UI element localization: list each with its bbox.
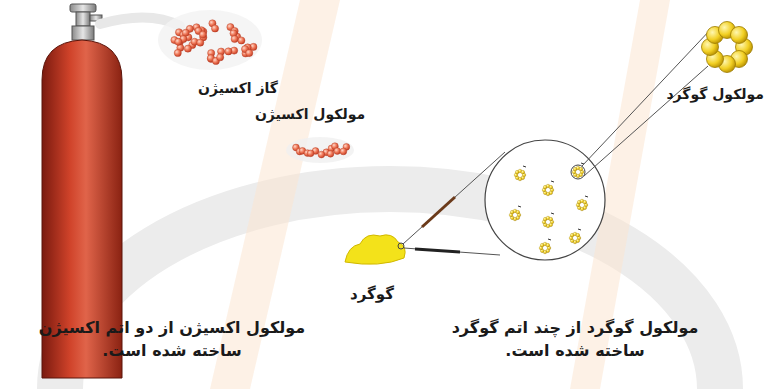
motion-mark bbox=[548, 239, 551, 240]
sulfur-atom bbox=[579, 167, 583, 171]
oxygen-atom bbox=[174, 49, 181, 56]
sulfur-atom bbox=[521, 170, 525, 174]
sulfur-molecule-ring bbox=[702, 22, 753, 73]
zoom-line-accent bbox=[415, 249, 460, 252]
oxygen-atom bbox=[184, 45, 191, 52]
part-label: گوگرد bbox=[332, 284, 412, 306]
oxygen-atom bbox=[307, 150, 314, 157]
sulfur-atom bbox=[549, 185, 553, 189]
gas-haze bbox=[286, 137, 354, 163]
oxygen-atom bbox=[238, 37, 245, 44]
zoom-line bbox=[584, 66, 708, 176]
motion-mark bbox=[578, 229, 581, 230]
motion-mark bbox=[551, 213, 554, 214]
gas-haze bbox=[158, 10, 262, 70]
valve-body bbox=[72, 26, 94, 40]
oxygen-atom bbox=[327, 150, 334, 157]
magnified-view bbox=[485, 140, 605, 260]
zoom-spot bbox=[571, 165, 585, 179]
oxygen-atom bbox=[199, 31, 206, 38]
motion-mark bbox=[518, 206, 521, 207]
motion-mark bbox=[551, 181, 554, 182]
oxygen-atom bbox=[340, 148, 347, 155]
sulfur-atom bbox=[516, 210, 520, 214]
oxygen-atom bbox=[246, 49, 253, 56]
motion-mark bbox=[523, 166, 526, 167]
valve-cap bbox=[70, 4, 96, 12]
sulfur-atom bbox=[731, 26, 748, 43]
caption-text: مولکول گوگرد از چند اتم گوگرد ساخته شده … bbox=[450, 316, 700, 362]
oxygen-atom bbox=[211, 25, 218, 32]
part-label: مولکول اکسیژن bbox=[252, 104, 368, 124]
sulfur-atom bbox=[549, 217, 553, 221]
oxygen-atom bbox=[225, 48, 232, 55]
oxygen-gas-cloud bbox=[158, 10, 262, 70]
sulfur-pile bbox=[345, 235, 405, 264]
part-label: مولکول گوگرد bbox=[654, 84, 764, 104]
motion-mark bbox=[585, 196, 588, 197]
zoom-line-accent bbox=[422, 197, 455, 227]
oxygen-atom bbox=[334, 148, 341, 155]
oxygen-molecule bbox=[286, 137, 354, 163]
caption-text: مولکول اکسیژن از دو اتم اکسیژن ساخته شده… bbox=[22, 316, 322, 362]
oxygen-atom bbox=[231, 35, 238, 42]
oxygen-atom bbox=[217, 54, 224, 61]
oxygen-atom bbox=[175, 38, 182, 45]
oxygen-atom bbox=[318, 151, 325, 158]
part-label: گاز اکسیژن bbox=[188, 78, 288, 98]
sulfur-atom bbox=[546, 243, 550, 247]
valve-stem bbox=[76, 12, 90, 26]
zoom-line bbox=[404, 248, 500, 255]
oxygen-atom bbox=[197, 39, 204, 46]
sulfur-atom bbox=[576, 233, 580, 237]
sulfur-atom bbox=[583, 200, 587, 204]
sulfur-molecules bbox=[509, 163, 588, 254]
